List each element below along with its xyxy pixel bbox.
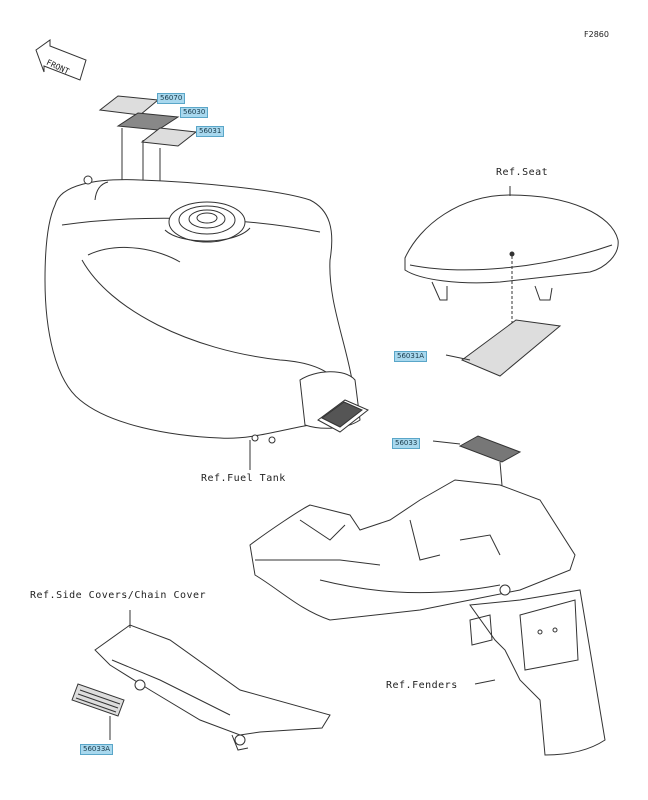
figure-code: F2860: [584, 30, 609, 39]
seat: [404, 186, 619, 340]
ref-fuel-tank[interactable]: Ref.Fuel Tank: [201, 473, 286, 484]
part-56033[interactable]: 56033: [392, 438, 421, 449]
part-56030[interactable]: 56030: [180, 107, 209, 118]
fuel-tank: [44, 175, 369, 444]
part-56031[interactable]: 56031: [196, 126, 225, 137]
front-arrow-icon: [35, 39, 87, 81]
rear-fender: [249, 479, 606, 756]
label-56033A-graphic: [71, 683, 125, 717]
ref-side-covers[interactable]: Ref.Side Covers/Chain Cover: [30, 590, 207, 601]
label-56033-graphic: [458, 435, 522, 463]
ref-fenders[interactable]: Ref.Fenders: [386, 680, 458, 691]
ref-seat[interactable]: Ref.Seat: [496, 167, 549, 178]
label-56070-graphic: [98, 95, 160, 116]
label-56031A-graphic: [460, 319, 562, 377]
chain-cover: [94, 624, 331, 751]
part-56031A[interactable]: 56031A: [394, 351, 428, 362]
part-56033A[interactable]: 56033A: [80, 744, 114, 755]
label-56030-graphic: [116, 112, 180, 131]
label-56031-graphic: [140, 127, 198, 147]
part-56070[interactable]: 56070: [157, 93, 186, 104]
